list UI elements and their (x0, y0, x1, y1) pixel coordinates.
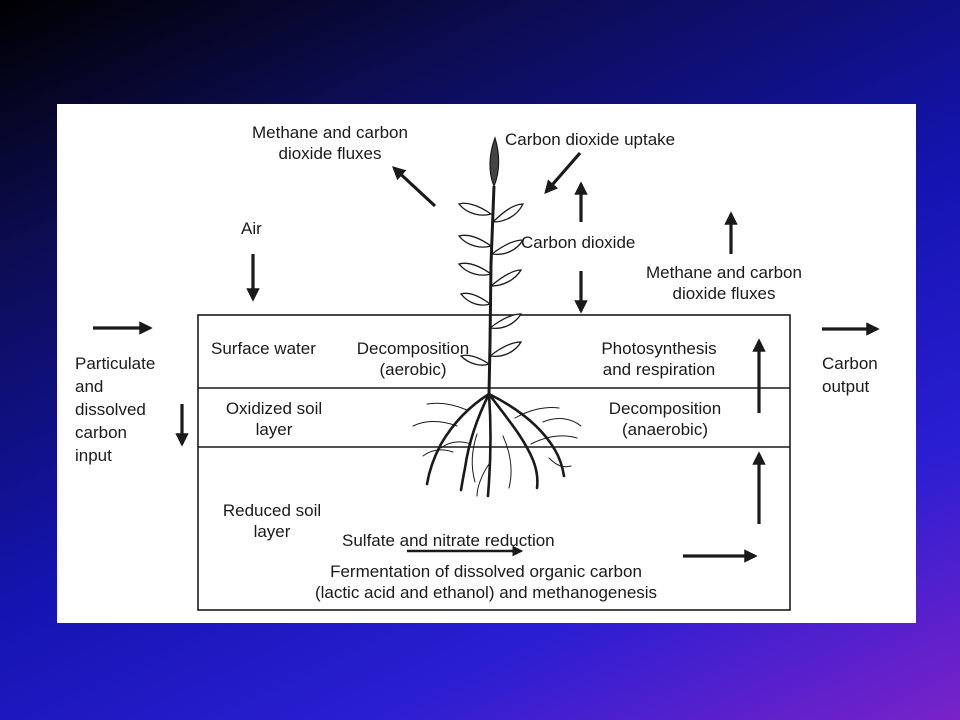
label-carbon-dioxide: Carbon dioxide (521, 233, 636, 252)
label-air: Air (241, 219, 262, 238)
leaf (459, 292, 492, 306)
leaf (490, 239, 525, 256)
root (487, 392, 566, 478)
root-hair (542, 418, 582, 427)
root (459, 392, 491, 492)
arrow-co2-uptake (544, 151, 582, 195)
diagram-panel: Methane and carbon dioxide fluxes Carbon… (57, 104, 916, 623)
plant-leaves (457, 202, 525, 366)
leaf (488, 313, 523, 330)
label-reduced-soil: Reduced soil layer (222, 501, 322, 541)
leaf (457, 234, 493, 248)
label-oxidized-soil: Oxidized soil layer (225, 399, 323, 439)
root-hair (530, 435, 578, 445)
label-fermentation: Fermentation of dissolved organic carbon… (314, 562, 658, 602)
label-carbon-output: Carbon output (822, 354, 878, 396)
label-decomposition-anaerobic: Decomposition (anaerobic) (608, 399, 722, 439)
plant-illustration (412, 136, 582, 498)
leaf (459, 354, 491, 366)
label-decomposition-aerobic: Decomposition (aerobic) (356, 339, 470, 379)
soil-layer-boxes (197, 314, 791, 611)
root-hair (471, 433, 478, 483)
label-sulfate-nitrate: Sulfate and nitrate reduction (342, 531, 555, 550)
wetland-carbon-cycle-diagram (93, 136, 880, 611)
root-hair (514, 407, 560, 419)
root-hair (440, 441, 472, 449)
arrow-methane-flux-left (392, 166, 437, 208)
leaf (488, 341, 523, 358)
label-surface-water: Surface water (211, 339, 316, 358)
label-carbon-input: Particulate and dissolved carbon input (75, 354, 156, 465)
flux-arrows (93, 151, 880, 563)
leaf (457, 262, 493, 276)
leaf (491, 203, 525, 223)
layers-outline (197, 314, 791, 611)
leaf (457, 202, 493, 216)
root-hair (502, 435, 512, 489)
label-fluxes-right: Methane and carbon dioxide fluxes (646, 263, 802, 303)
root (487, 392, 539, 490)
plant-spike (489, 136, 500, 188)
root-hair (476, 463, 490, 497)
root-hair (548, 457, 572, 468)
label-fluxes-top-left: Methane and carbon dioxide fluxes (252, 123, 408, 163)
root-hair (422, 449, 454, 457)
leaf (489, 269, 523, 287)
root-hair (426, 402, 468, 411)
label-photosynthesis: Photosynthesis and respiration (601, 339, 717, 379)
plant-stem (487, 185, 496, 395)
label-co2-uptake: Carbon dioxide uptake (505, 130, 676, 149)
plant-roots (412, 392, 582, 498)
root-hair (412, 421, 458, 427)
root (486, 392, 492, 498)
root (425, 392, 491, 486)
